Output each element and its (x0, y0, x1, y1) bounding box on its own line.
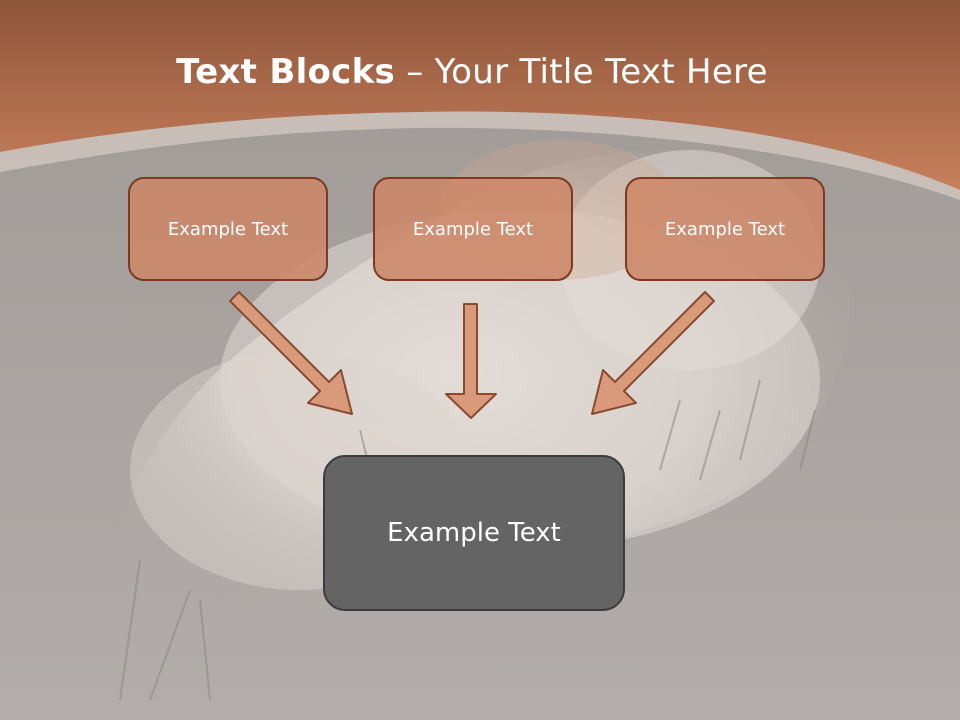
title-dash: – (395, 52, 435, 92)
text-block-2-label: Example Text (412, 218, 534, 240)
title-rest: Your Title Text Here (434, 52, 768, 92)
header-band (0, 0, 960, 190)
main-text-block[interactable]: Example Text (323, 455, 625, 611)
arrow-down (445, 303, 497, 419)
slide-title: Text Blocks – Your Title Text Here (0, 52, 944, 92)
text-block-1-label: Example Text (167, 218, 289, 240)
arrow-down-right (229, 291, 353, 415)
arrow-down-left (591, 291, 715, 415)
text-block-3[interactable]: Example Text (625, 177, 825, 281)
main-text-block-label: Example Text (387, 518, 561, 548)
title-bold: Text Blocks (176, 52, 396, 92)
text-block-1[interactable]: Example Text (128, 177, 328, 281)
header-swoosh (0, 111, 960, 200)
text-block-2[interactable]: Example Text (373, 177, 573, 281)
text-block-3-label: Example Text (664, 218, 786, 240)
